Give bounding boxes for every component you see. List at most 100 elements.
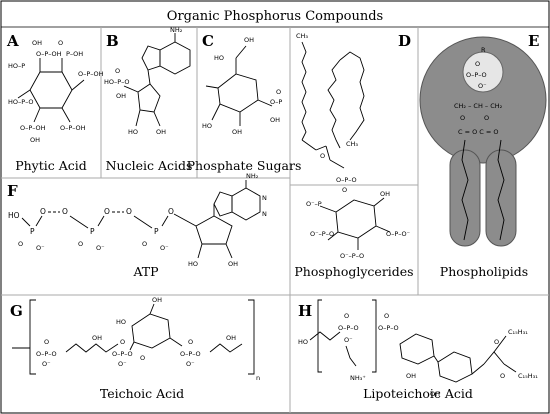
phosphate-group-circle [462, 51, 504, 93]
svg-text:HO–P–O: HO–P–O [8, 98, 34, 106]
svg-text:R: R [481, 46, 486, 54]
panel-g-caption: Teichoic Acid [100, 386, 184, 401]
svg-text:HO: HO [188, 260, 198, 268]
panel-e-caption: Phospholipids [440, 264, 528, 279]
svg-text:P–OH: P–OH [66, 50, 83, 58]
svg-text:O: O [18, 240, 23, 248]
svg-text:O: O [342, 186, 347, 194]
svg-text:O: O [115, 67, 120, 75]
svg-text:O: O [62, 207, 68, 216]
svg-text:O: O [188, 338, 193, 346]
panel-f-caption: ATP [132, 264, 158, 279]
panel-b-letter: B [106, 32, 119, 50]
atp-ribose [195, 204, 233, 259]
panel-a: A OHO–P–OH OP–OH O–P–OH HO–PHO–P–O O–P–O… [6, 32, 104, 173]
svg-text:OH: OH [228, 260, 238, 268]
svg-text:O⁻: O⁻ [478, 82, 487, 90]
svg-text:P: P [154, 227, 159, 236]
phospholipid-head [419, 36, 547, 164]
svg-text:O⁻–P–O: O⁻–P–O [340, 252, 364, 260]
panel-g: G n O–P–O OO⁻ OH O–P–O OO⁻ OH HO O O–P–O… [10, 296, 260, 401]
svg-text:NH₃⁺: NH₃⁺ [350, 374, 366, 382]
svg-text:N: N [262, 210, 267, 218]
svg-text:O⁻: O⁻ [118, 360, 127, 368]
inositol-ring [319, 197, 391, 250]
svg-text:OH: OH [232, 128, 242, 136]
svg-text:HO–P–O: HO–P–O [104, 78, 130, 86]
svg-text:O: O [126, 207, 132, 216]
svg-text:O–P–O: O–P–O [466, 71, 487, 79]
panel-a-caption: Phytic Acid [15, 158, 87, 173]
phytic-phosphate-groups: OHO–P–OH OP–OH O–P–OH HO–PHO–P–O O–P–OH … [8, 39, 104, 144]
svg-text:CH₂ – CH – CH₂: CH₂ – CH – CH₂ [454, 102, 503, 110]
svg-text:O: O [475, 60, 480, 68]
svg-text:OH: OH [152, 296, 162, 304]
svg-text:O–P–OH: O–P–OH [60, 124, 86, 132]
panel-e-letter: E [528, 32, 539, 50]
panel-h-caption: Lipoteichoic Acid [363, 386, 473, 401]
svg-text:OH: OH [430, 390, 440, 398]
svg-text:O: O [276, 88, 281, 96]
svg-text:O–P–O⁻: O–P–O⁻ [386, 230, 410, 238]
svg-text:O–P–OH: O–P–OH [36, 50, 62, 58]
svg-text:O: O [500, 372, 505, 380]
svg-text:O: O [460, 114, 465, 122]
svg-text:O: O [142, 240, 147, 248]
panel-g-letter: G [10, 302, 23, 320]
svg-text:NH₂: NH₂ [170, 26, 183, 34]
svg-text:O–P–OH: O–P–OH [20, 124, 46, 132]
panel-c: C OH HO O–P O OH HO OH Phosphate Sugars [187, 32, 302, 173]
svg-text:O–P: O–P [270, 98, 282, 106]
svg-text:HO–P: HO–P [8, 62, 25, 70]
svg-text:C₁₅H₃₁: C₁₅H₃₁ [508, 328, 528, 336]
svg-text:O–P–OH: O–P–OH [78, 70, 104, 78]
svg-text:O⁻: O⁻ [96, 244, 105, 252]
svg-text:O: O [484, 114, 489, 122]
lipid-tail-right [485, 149, 517, 247]
svg-text:O: O [140, 354, 145, 362]
svg-text:CH₃: CH₃ [296, 32, 308, 40]
svg-text:O–P–O: O–P–O [338, 324, 359, 332]
svg-text:CH₃: CH₃ [346, 140, 358, 148]
repeat-bracket-h1 [317, 299, 322, 373]
svg-text:HO: HO [116, 318, 126, 326]
panel-h: H HO O–P–O OO⁻ NH₃⁺ O–P–O O OH OH O C₁₅H… [298, 299, 538, 401]
svg-text:O–P–O: O–P–O [378, 324, 399, 332]
svg-text:OH: OH [92, 334, 102, 342]
svg-text:OH: OH [32, 39, 42, 47]
panel-a-letter: A [6, 32, 19, 50]
repeat-bracket-h2 [372, 299, 377, 373]
svg-text:O⁻: O⁻ [160, 244, 169, 252]
svg-text:C₁₅H₃₁: C₁₅H₃₁ [518, 372, 538, 380]
svg-text:OH: OH [116, 92, 126, 100]
svg-text:O: O [104, 207, 110, 216]
glucose-ring-g [129, 303, 183, 351]
panel-d-caption: Phosphoglycerides [294, 264, 413, 279]
svg-text:HO: HO [298, 338, 308, 346]
panel-grid [1, 27, 549, 413]
svg-text:O: O [320, 152, 325, 160]
svg-text:OH: OH [156, 128, 166, 136]
panel-c-letter: C [202, 32, 214, 50]
svg-text:O⁻: O⁻ [42, 360, 51, 368]
fatty-chain-2 [327, 59, 341, 149]
svg-text:O–P–O: O–P–O [336, 176, 357, 184]
lipid-tail-left [449, 149, 481, 247]
svg-text:OH: OH [226, 334, 236, 342]
hexose-ring [205, 45, 273, 126]
svg-text:n: n [256, 374, 260, 382]
panel-b-caption: Nucleic Acids [106, 158, 193, 173]
svg-text:O: O [494, 338, 499, 346]
svg-text:O: O [168, 207, 174, 216]
adenine-ring [141, 33, 191, 75]
panel-c-caption: Phosphate Sugars [187, 158, 302, 173]
svg-text:HO: HO [8, 211, 20, 220]
repeat-bracket-right [248, 299, 255, 375]
svg-text:O–P–O: O–P–O [180, 350, 201, 358]
svg-text:O⁻: O⁻ [186, 360, 195, 368]
